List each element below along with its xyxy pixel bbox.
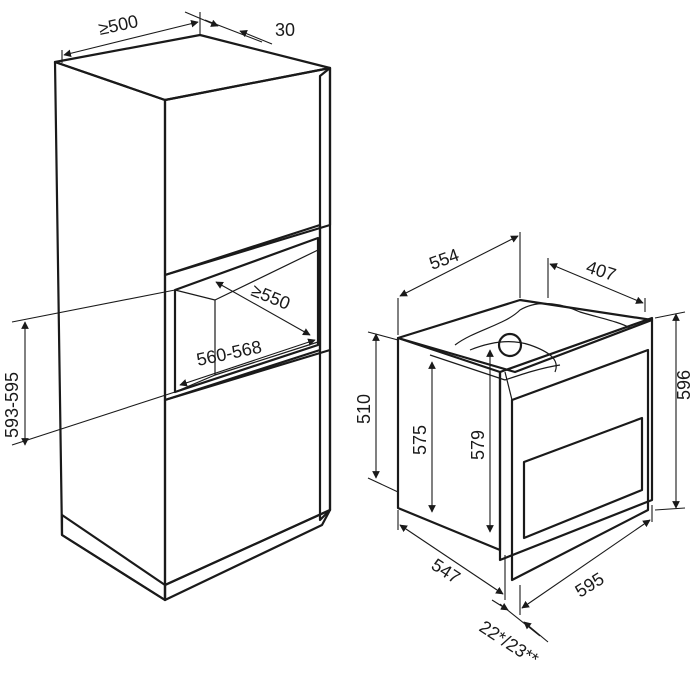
cabinet (53, 33, 332, 602)
front-width-label: 595 (572, 569, 608, 602)
oven-top (396, 298, 654, 374)
depth-base-label: 547 (428, 555, 464, 588)
oven-front (498, 316, 654, 562)
niche-height-label: 593-595 (2, 372, 22, 438)
heating-element (454, 302, 631, 381)
oven-window (522, 416, 644, 540)
front-height-3-label: 579 (468, 430, 488, 460)
panel-thickness-label: 22*/23** (476, 617, 542, 670)
depth-min-label: ≥550 (249, 280, 294, 313)
niche-frame (163, 223, 322, 402)
total-height-label: 596 (674, 370, 694, 400)
front-height-2-label: 575 (410, 425, 430, 455)
back-gap-label: 30 (275, 20, 295, 40)
front-height-1-label: 510 (354, 394, 374, 424)
cabinet-top (53, 33, 332, 102)
top-depth-label: 554 (427, 245, 462, 274)
oven-door (510, 348, 650, 582)
niche-width-label: 560-568 (195, 337, 264, 370)
cabinet-dimensions: ≥500 30 ≥550 560-568 593-595 (2, 11, 316, 446)
cabinet-upper-door (163, 66, 332, 277)
niche-back (173, 236, 320, 394)
oven (396, 298, 654, 582)
cabinet-plinth (60, 513, 167, 602)
cabinet-plinth-front (163, 508, 332, 602)
width-min-label: ≥500 (97, 11, 140, 39)
cabinet-right-side (318, 66, 332, 522)
cabinet-left-side (53, 60, 167, 602)
heating-element-hub (497, 332, 523, 358)
